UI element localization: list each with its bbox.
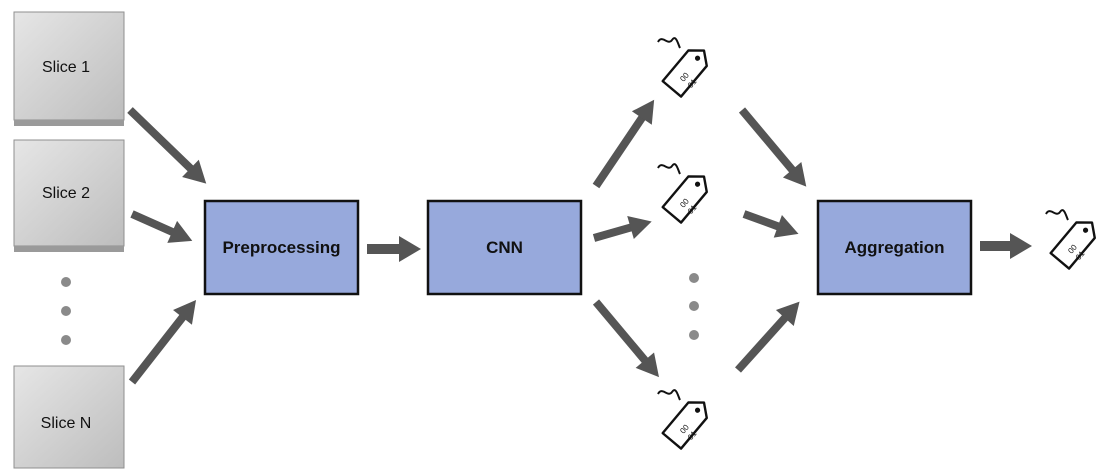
slice-ellipsis — [61, 277, 71, 345]
aggregation-label: Aggregation — [844, 238, 944, 257]
label-tag-1: 00 01 — [656, 36, 712, 98]
arrow-slice2-to-preprocessing — [130, 210, 193, 243]
arrow-cnn-to-tag-1 — [592, 99, 655, 189]
cnn-box: CNN — [426, 199, 583, 296]
slice-2-label: Slice 2 — [42, 185, 90, 202]
arrow-cnn-to-tag-n — [592, 299, 659, 378]
preprocessing-box: Preprocessing — [203, 199, 360, 296]
cnn-label: CNN — [486, 238, 523, 257]
preprocessing-label: Preprocessing — [222, 238, 340, 257]
output-label-tag: 00 01 — [1044, 208, 1100, 270]
slice-2: Slice 2 — [13, 139, 125, 252]
slice-n: Slice N — [13, 365, 125, 469]
ellipsis-dot — [61, 335, 71, 345]
arrow-tag-n-to-aggregation — [735, 301, 800, 373]
arrow-preprocessing-to-cnn — [367, 236, 421, 262]
ellipsis-dot — [61, 277, 71, 287]
ellipsis-dot — [689, 330, 699, 340]
arrow-tag-1-to-aggregation — [738, 107, 807, 187]
arrow-slicen-to-preprocessing — [128, 300, 197, 385]
slice-1-label: Slice 1 — [42, 59, 90, 76]
arrow-cnn-to-tag-2 — [592, 215, 652, 242]
label-tag-2: 00 01 — [656, 162, 712, 224]
ellipsis-dot — [689, 273, 699, 283]
arrow-tag-2-to-aggregation — [742, 210, 799, 238]
tag-ellipsis — [689, 273, 699, 340]
arrow-aggregation-to-output — [980, 233, 1032, 259]
slice-1: Slice 1 — [13, 11, 125, 126]
slice-n-label: Slice N — [41, 415, 92, 432]
ellipsis-dot — [61, 306, 71, 316]
arrow-slice1-to-preprocessing — [127, 107, 207, 184]
ellipsis-dot — [689, 301, 699, 311]
label-tag-n: 00 01 — [656, 388, 712, 450]
aggregation-box: Aggregation — [816, 199, 973, 296]
